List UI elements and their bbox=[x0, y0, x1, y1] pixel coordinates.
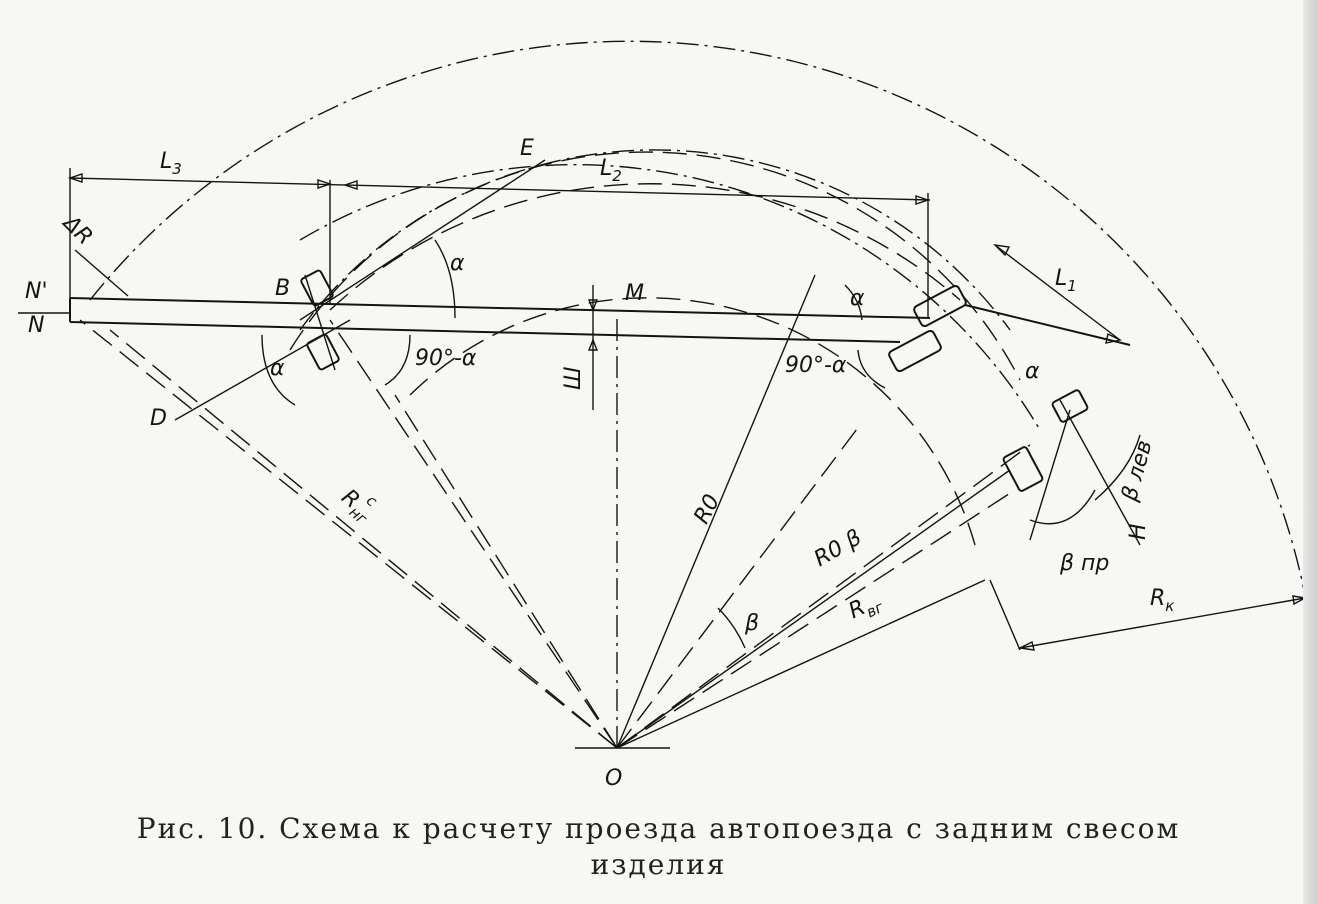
alpha-arc-3 bbox=[261, 334, 296, 406]
line-E bbox=[299, 159, 546, 321]
angle-arc-left bbox=[384, 334, 411, 386]
label-R0-beta: R0 β bbox=[810, 525, 866, 572]
tractor-wheel-rear bbox=[1002, 446, 1044, 492]
outer-swept-arc bbox=[89, 40, 1307, 601]
radius-R0-beta bbox=[616, 469, 1011, 749]
label-O: O bbox=[605, 766, 622, 791]
delta-R-mark bbox=[74, 249, 129, 297]
beta-arc-lev bbox=[1094, 434, 1141, 501]
radius-4 bbox=[616, 424, 861, 749]
label-R-ng: Rнгc bbox=[334, 478, 384, 528]
radius-R0 bbox=[616, 274, 816, 749]
label-L1: L1 bbox=[1055, 266, 1077, 295]
label-alpha-3: α bbox=[270, 356, 285, 381]
label-D: D bbox=[150, 406, 167, 431]
page-edge bbox=[1303, 0, 1317, 904]
wheel-left-top bbox=[300, 269, 334, 307]
arc-1 bbox=[289, 151, 1021, 381]
wheel-right-top bbox=[913, 284, 967, 328]
tractor-axis-H bbox=[1059, 399, 1141, 546]
label-beta-pr: β пр bbox=[1059, 551, 1109, 576]
radius-3 bbox=[394, 394, 618, 749]
radius-ng-c bbox=[79, 319, 618, 749]
radius-6 bbox=[616, 489, 1016, 749]
angle-arc-right bbox=[857, 349, 886, 389]
alpha-arc-2 bbox=[844, 284, 863, 321]
arrow bbox=[67, 173, 83, 183]
caption-line-1: Рис. 10. Схема к расчету проезда автопое… bbox=[136, 812, 1181, 845]
label-beta-lev: β лев bbox=[1117, 438, 1157, 505]
label-H: H bbox=[1126, 523, 1151, 540]
label-Rk: Rк bbox=[1150, 586, 1174, 615]
arrow bbox=[587, 338, 599, 351]
arrow bbox=[342, 180, 358, 190]
label-N-prime: N' bbox=[25, 279, 48, 304]
arc-5 bbox=[299, 163, 1041, 431]
label-alpha-2: α bbox=[850, 286, 865, 311]
trailer-body-bottom bbox=[69, 321, 901, 343]
label-M: M bbox=[625, 281, 644, 306]
radius-ng bbox=[109, 329, 618, 749]
label-angle-right: 90°-α bbox=[785, 353, 847, 378]
wheel-right-bottom bbox=[888, 329, 942, 373]
arrow bbox=[1105, 332, 1123, 344]
radius-R-vg bbox=[616, 579, 986, 749]
radius-2 bbox=[329, 319, 618, 749]
label-L3: L3 bbox=[160, 149, 182, 178]
label-alpha-1: α bbox=[450, 251, 465, 276]
ext-Rk bbox=[989, 579, 1021, 651]
arrow bbox=[915, 195, 931, 205]
label-L2: L2 bbox=[600, 156, 622, 185]
label-R0: R0 bbox=[689, 490, 725, 528]
label-B: B bbox=[275, 276, 290, 301]
arc-3 bbox=[329, 183, 961, 311]
arrow bbox=[317, 179, 333, 189]
dim-Rk bbox=[1019, 597, 1306, 649]
alpha-arc-1 bbox=[434, 239, 456, 319]
arrow bbox=[1292, 595, 1308, 606]
arc-2 bbox=[299, 149, 1011, 331]
tractor-frame-1 bbox=[964, 304, 1131, 346]
radius-5 bbox=[616, 444, 1031, 749]
arc-4 bbox=[409, 297, 976, 546]
label-Sh: Ш bbox=[561, 366, 586, 390]
label-N: N bbox=[28, 313, 44, 338]
arrow bbox=[587, 299, 599, 312]
caption-line-2: изделия bbox=[590, 848, 727, 881]
label-R-vg: Rвг bbox=[845, 588, 886, 628]
arrow bbox=[1017, 640, 1035, 651]
arrow bbox=[993, 244, 1011, 257]
beta-arc bbox=[717, 607, 746, 649]
tractor-dim-L1 bbox=[994, 244, 1121, 341]
label-beta: β bbox=[744, 611, 759, 636]
label-angle-left: 90°-α bbox=[415, 346, 477, 371]
wheel-left-bottom bbox=[306, 333, 340, 371]
axle-left bbox=[304, 274, 336, 371]
beta-arc-pr bbox=[1029, 489, 1096, 525]
trailer-body-top bbox=[69, 297, 931, 319]
tractor-wheel-front bbox=[1051, 389, 1089, 423]
label-delta-R: ΔR bbox=[57, 210, 98, 251]
label-alpha-4: α bbox=[1025, 359, 1040, 384]
label-E: E bbox=[520, 136, 534, 161]
tractor-axis-2 bbox=[1029, 409, 1071, 541]
